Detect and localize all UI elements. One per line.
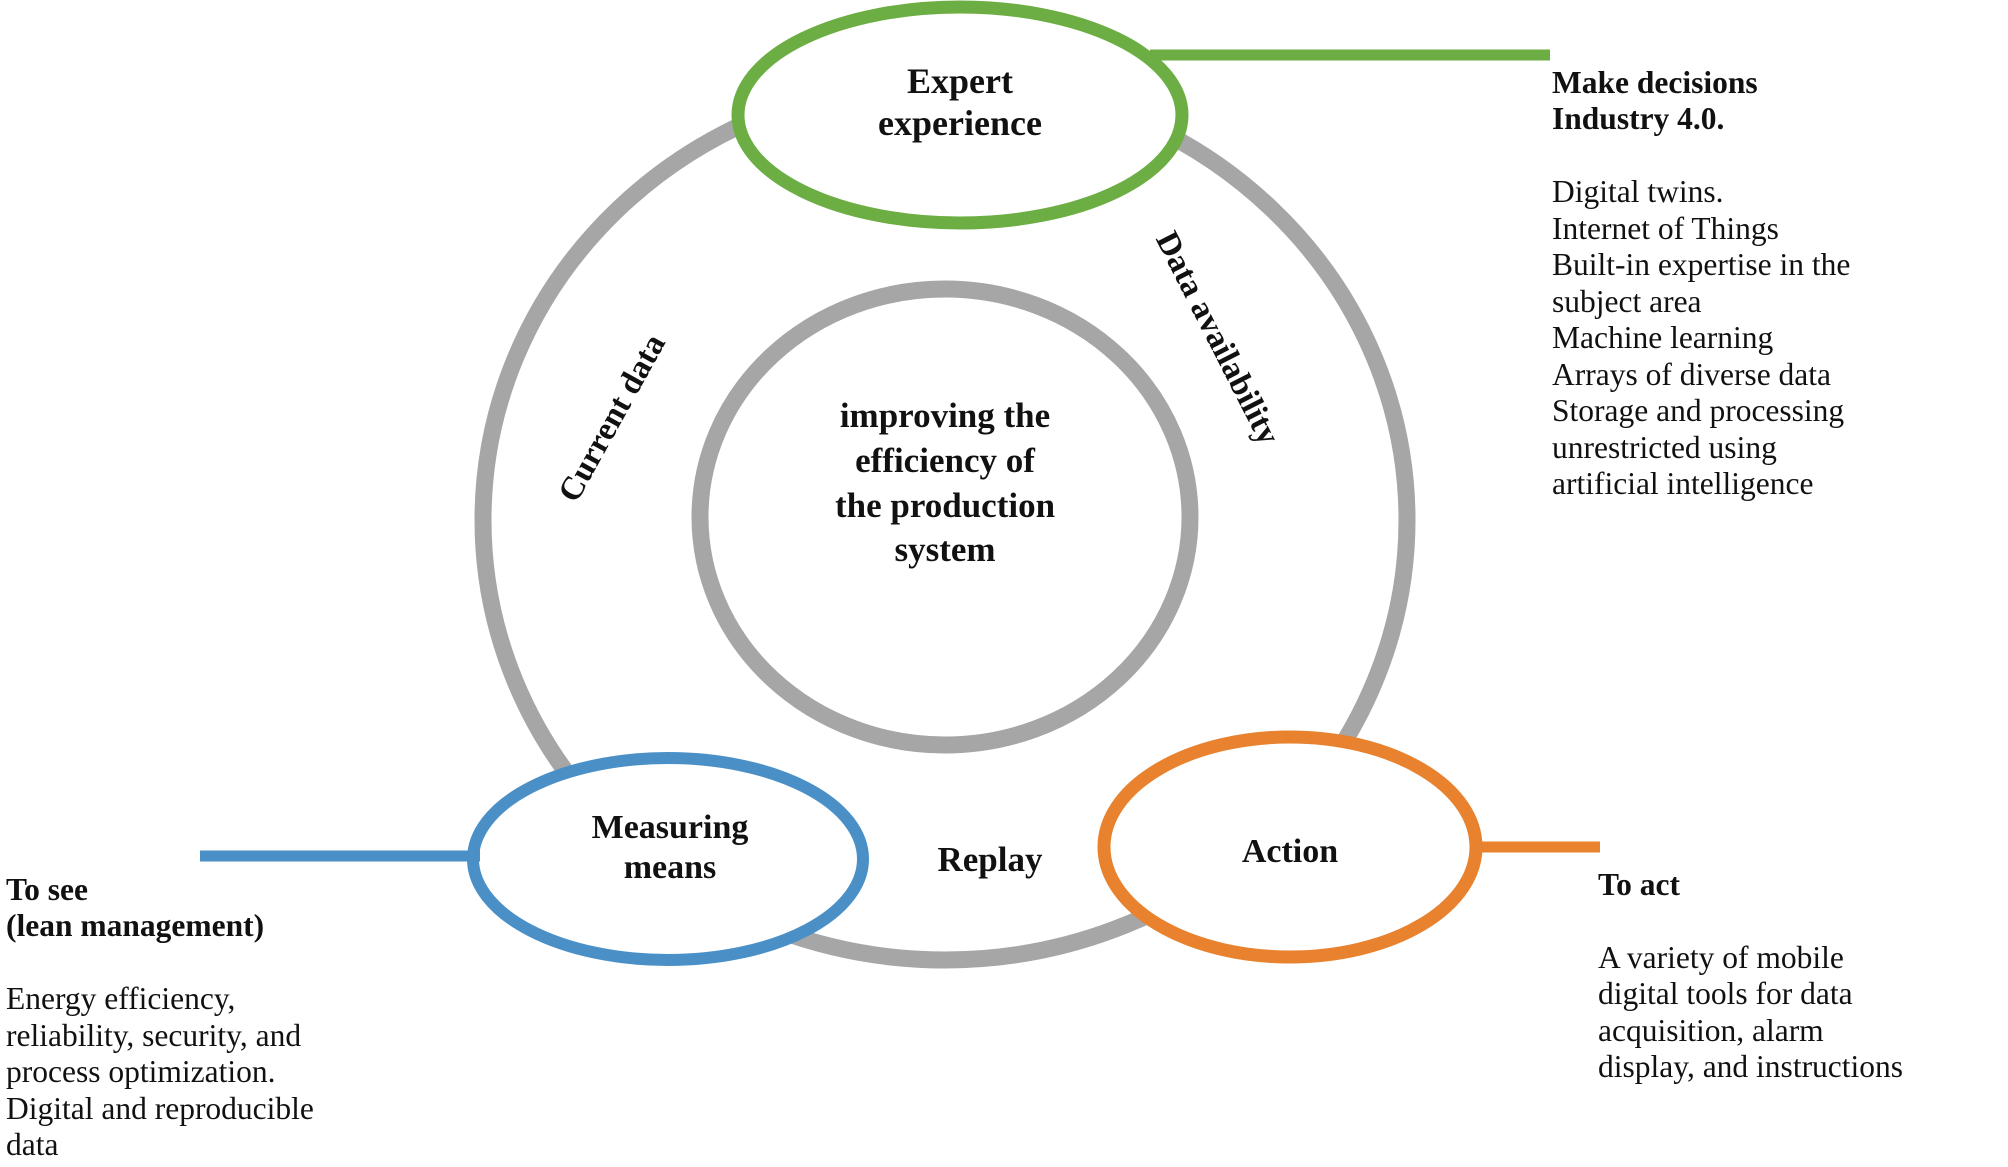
- to-see-heading: To see (lean management): [6, 871, 265, 944]
- to-see-body: Energy efficiency, reliability, security…: [6, 981, 314, 1162]
- make-decisions-body: Digital twins. Internet of Things Built-…: [1552, 174, 1851, 501]
- expert-node-mask: [735, 3, 1185, 227]
- to-act-heading: To act: [1598, 866, 1680, 902]
- measuring-node-mask: [470, 754, 866, 964]
- replay-label: Replay: [937, 840, 1043, 879]
- center-goal-label: improving the efficiency of the producti…: [834, 396, 1056, 570]
- to-act-body: A variety of mobile digital tools for da…: [1598, 939, 1904, 1085]
- expert-experience-label: Expert experience: [878, 61, 1042, 144]
- to-see-callout: To see (lean management) Energy efficien…: [6, 835, 366, 1167]
- measuring-means-label: Measuring means: [591, 809, 749, 886]
- action-label: Action: [1241, 833, 1339, 870]
- to-act-callout: To act A variety of mobile digital tools…: [1598, 830, 2008, 1122]
- action-node-mask: [1100, 733, 1480, 961]
- make-decisions-callout: Make decisions Industry 4.0. Digital twi…: [1552, 28, 2004, 539]
- inner-ring: [691, 280, 1199, 754]
- expert-experience-node[interactable]: [731, 0, 1189, 230]
- make-decisions-heading: Make decisions Industry 4.0.: [1552, 64, 1758, 137]
